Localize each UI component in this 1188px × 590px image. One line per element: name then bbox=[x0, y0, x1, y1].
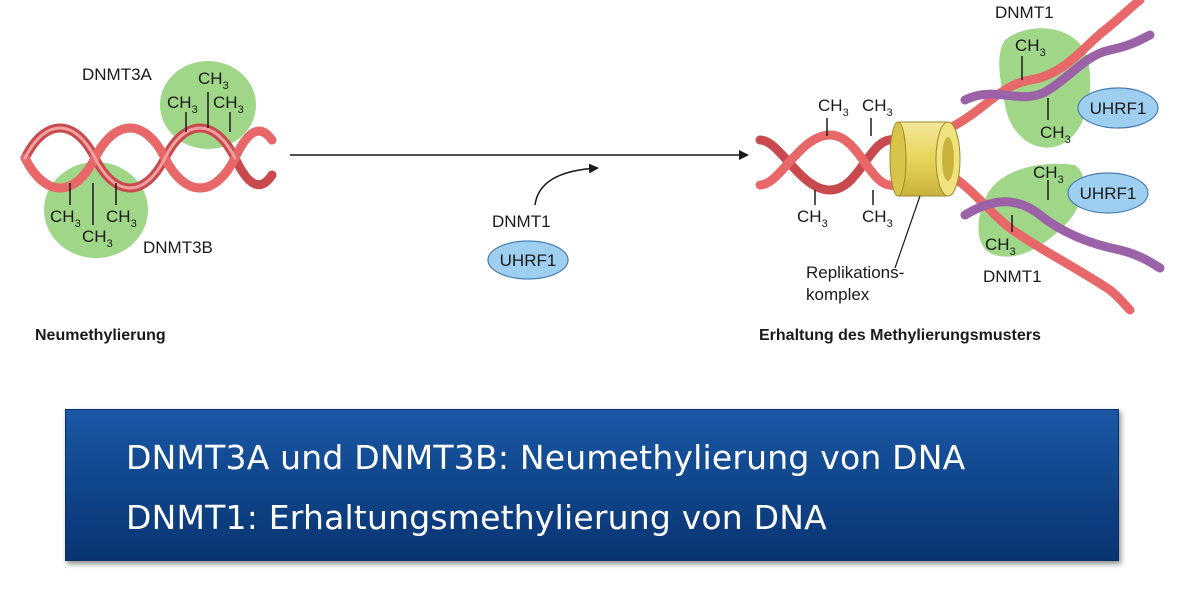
methyl-group: CH3 bbox=[985, 235, 1016, 258]
summary-line-de-novo: DNMT3A und DNMT3B: Neumethylierung von D… bbox=[126, 438, 966, 477]
process-arrow-group: DNMT1 UHRF1 bbox=[290, 150, 749, 280]
dna-double-helix-left bbox=[20, 123, 277, 193]
curved-arrow bbox=[534, 163, 599, 206]
methyl-group: CH3 bbox=[862, 96, 893, 119]
svg-text:CH3: CH3 bbox=[1015, 36, 1046, 59]
summary-line-maintenance: DNMT1: Erhaltungsmethylierung von DNA bbox=[126, 498, 827, 537]
replication-complex bbox=[889, 121, 961, 197]
svg-text:CH3: CH3 bbox=[198, 69, 229, 92]
methyl-sticks-left bbox=[69, 92, 231, 225]
uhrf1-top-oval bbox=[1077, 87, 1159, 129]
svg-text:CH3: CH3 bbox=[50, 207, 81, 230]
uhrf1-top-label: UHRF1 bbox=[1090, 99, 1147, 118]
maintenance-caption: Erhaltung des Methylierungsmusters bbox=[759, 327, 1041, 344]
methyl-group: CH3 bbox=[862, 207, 893, 230]
methylation-diagram: DNMT3A DNMT3B CH3 CH3 CH3 CH3 CH3 CH3 Ne… bbox=[20, 0, 1165, 344]
svg-text:CH3: CH3 bbox=[106, 207, 137, 230]
methyl-group: CH3 bbox=[1040, 123, 1071, 146]
methyl-group: CH3 bbox=[797, 207, 828, 230]
svg-text:CH3: CH3 bbox=[1040, 123, 1071, 146]
methyl-group: CH3 bbox=[198, 69, 229, 92]
dnmt1-bottom-label: DNMT1 bbox=[983, 267, 1042, 286]
svg-text:CH3: CH3 bbox=[862, 207, 893, 230]
summary-banner: DNMT3A und DNMT3B: Neumethylierung von D… bbox=[65, 409, 1119, 561]
svg-text:CH3: CH3 bbox=[213, 93, 244, 116]
uhrf1-bottom-oval bbox=[1067, 172, 1149, 214]
uhrf1-middle-label: UHRF1 bbox=[500, 251, 557, 270]
dnmt3b-label: DNMT3B bbox=[143, 238, 213, 257]
svg-text:CH3: CH3 bbox=[985, 235, 1016, 258]
methyl-group: CH3 bbox=[50, 207, 81, 230]
replication-complex-label-line2: komplex bbox=[806, 285, 870, 304]
svg-text:CH3: CH3 bbox=[797, 207, 828, 230]
de-novo-caption: Neumethylierung bbox=[35, 327, 166, 344]
methyl-group: CH3 bbox=[213, 93, 244, 116]
svg-text:CH3: CH3 bbox=[1033, 163, 1064, 186]
svg-text:CH3: CH3 bbox=[818, 96, 849, 119]
uhrf1-bottom-label: UHRF1 bbox=[1080, 184, 1137, 203]
methyl-group: CH3 bbox=[106, 207, 137, 230]
dnmt1-top-label: DNMT1 bbox=[995, 3, 1054, 22]
svg-text:CH3: CH3 bbox=[82, 227, 113, 250]
methyl-group: CH3 bbox=[167, 93, 198, 116]
dna-double-helix-daughter-top bbox=[945, 0, 1155, 133]
uhrf1-middle-oval bbox=[487, 240, 569, 280]
dna-double-helix-daughter-bottom bbox=[945, 170, 1165, 315]
methyl-group: CH3 bbox=[1015, 36, 1046, 59]
maintenance-panel: DNMT1 DNMT1 UHRF1 UHRF1 CH3 CH3 CH3 CH3 … bbox=[755, 0, 1165, 344]
dnmt3a-label: DNMT3A bbox=[82, 65, 153, 84]
de-novo-panel: DNMT3A DNMT3B CH3 CH3 CH3 CH3 CH3 CH3 Ne… bbox=[20, 61, 277, 344]
svg-text:CH3: CH3 bbox=[167, 93, 198, 116]
methyl-group: CH3 bbox=[1033, 163, 1064, 186]
methyl-group: CH3 bbox=[818, 96, 849, 119]
dnmt1-middle-label: DNMT1 bbox=[492, 212, 551, 231]
dna-double-helix-parental bbox=[755, 130, 900, 195]
complex-pointer-line bbox=[894, 195, 921, 269]
replication-complex-label-line1: Replikations- bbox=[806, 263, 904, 282]
methyl-sticks-right bbox=[814, 56, 1049, 232]
svg-text:CH3: CH3 bbox=[862, 96, 893, 119]
methyl-group: CH3 bbox=[82, 227, 113, 250]
